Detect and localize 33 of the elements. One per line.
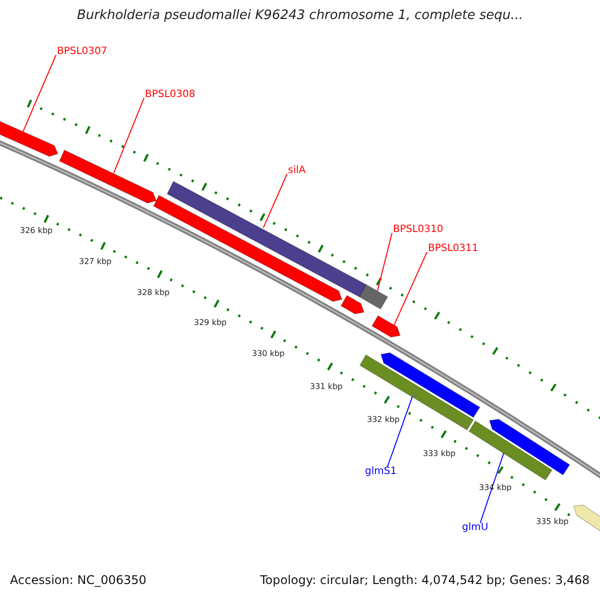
- gene-feature: [358, 284, 388, 310]
- leader-line: [480, 452, 504, 524]
- gene-label: BPSL0308: [145, 89, 196, 100]
- leader-line: [262, 174, 288, 228]
- gene-label: BPSL0307: [57, 46, 108, 57]
- gene-feature: [153, 194, 342, 302]
- gene-label: BPSL0310: [393, 224, 444, 235]
- title: Burkholderia pseudomallei K96243 chromosome 1, complete sequ...: [76, 8, 524, 23]
- topology-text: Topology: circular; Length: 4,074,542 bp; Genes: 3,468: [260, 573, 590, 587]
- scale-label: 332 kbp: [367, 415, 400, 424]
- scale-label: 328 kbp: [137, 288, 170, 297]
- leader-line: [22, 54, 56, 132]
- gene-feature: [340, 294, 365, 314]
- scale-label: 331 kbp: [310, 382, 343, 391]
- scale-label: 326 kbp: [20, 226, 53, 235]
- gene-label: glmS1: [365, 466, 397, 477]
- gene-feature: [488, 418, 570, 476]
- gene-label: glmU: [462, 522, 488, 533]
- scale-label: 329 kbp: [194, 318, 227, 327]
- leader-line: [113, 98, 144, 174]
- scale-label: 327 kbp: [79, 257, 112, 266]
- gene-label: BPSL0311: [428, 243, 478, 254]
- gene-feature: [371, 315, 401, 338]
- scale-label: 330 kbp: [252, 349, 285, 358]
- gene-feature: [468, 420, 553, 481]
- leader-line: [394, 252, 428, 326]
- gene-feature: [359, 354, 474, 430]
- accession-text: Accession: NC_006350: [10, 573, 146, 587]
- scale-label: 333 kbp: [423, 449, 456, 458]
- leader-line: [376, 232, 392, 292]
- gene-feature: [58, 150, 157, 204]
- gene-label: silA: [288, 165, 306, 176]
- leader-line: [386, 396, 413, 468]
